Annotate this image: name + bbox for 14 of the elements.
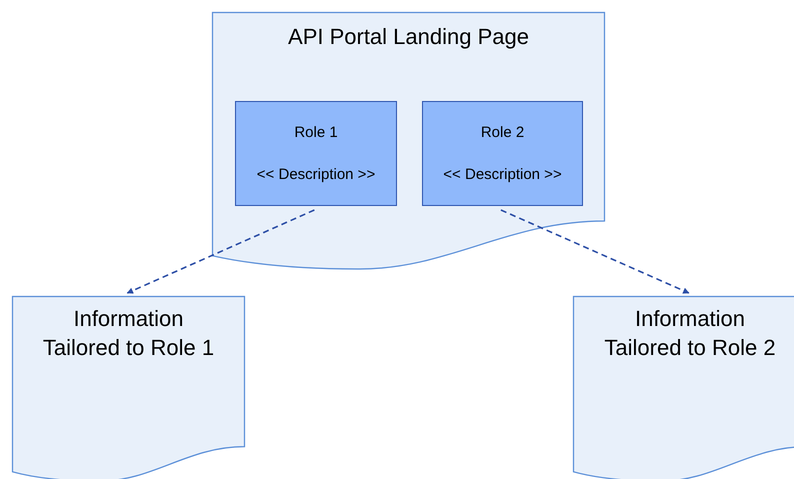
dashed-arrow: [500, 209, 690, 294]
document-title: API Portal Landing Page: [287, 23, 530, 51]
dashed-arrow: [126, 209, 315, 294]
role-box: [235, 101, 397, 206]
role-title: Role 2: [480, 124, 526, 142]
role-description: << Description >>: [442, 166, 563, 184]
document-title: Information Tailored to Role 2: [603, 305, 777, 362]
document-shape: [212, 12, 605, 270]
role-title: Role 1: [293, 124, 339, 142]
role-description: << Description >>: [256, 166, 376, 184]
document-shape: [573, 296, 794, 479]
document-shape: [12, 296, 245, 479]
role-box: [422, 101, 583, 206]
document-title: Information Tailored to Role 1: [42, 305, 216, 362]
